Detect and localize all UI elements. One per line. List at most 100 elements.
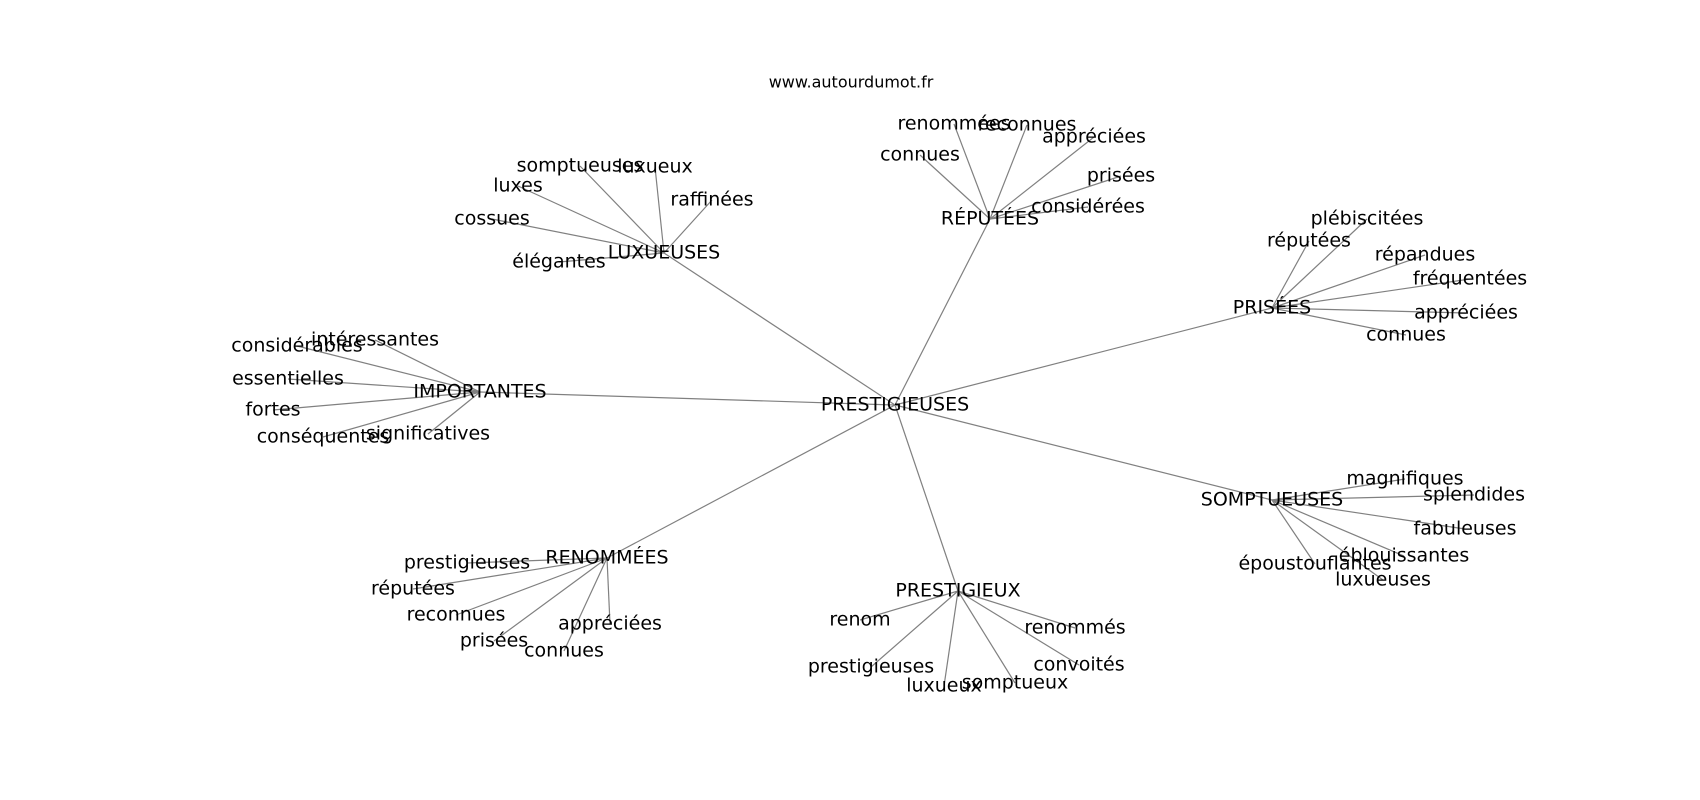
leaf-word[interactable]: renommées (897, 113, 1010, 135)
leaf-word[interactable]: somptueuses (517, 155, 644, 177)
leaf-word[interactable]: cossues (454, 208, 530, 230)
leaf-word[interactable]: renom (829, 609, 890, 631)
leaf-word[interactable]: appréciées (1042, 126, 1146, 148)
edge-branch-3-leaf-2 (287, 378, 481, 393)
branch-word[interactable]: RENOMMÉES (545, 546, 668, 569)
leaf-word[interactable]: prisées (460, 630, 528, 652)
leaf-word[interactable]: répandues (1375, 244, 1476, 266)
leaf-word[interactable]: considérées (1031, 196, 1145, 218)
edge-branch-5-leaf-1 (412, 557, 608, 590)
branch-word[interactable]: LUXUEUSES (608, 242, 721, 264)
leaf-word[interactable]: renommés (1024, 617, 1125, 639)
edge-branch-6-leaf-1 (957, 590, 1076, 629)
branch-word[interactable]: IMPORTANTES (413, 381, 546, 403)
leaf-word[interactable]: splendides (1423, 484, 1525, 506)
edge-center-to-2 (894, 307, 1273, 406)
leaf-word[interactable]: intéressantes (311, 329, 439, 351)
edge-branch-6-leaf-5 (957, 590, 1016, 684)
leaf-word[interactable]: luxueuses (1335, 569, 1431, 591)
leaf-word[interactable]: luxueux (617, 156, 693, 178)
edge-branch-3-leaf-1 (374, 339, 481, 393)
edge-branch-5-leaf-3 (606, 557, 611, 625)
branch-word[interactable]: PRISÉES (1233, 296, 1311, 319)
leaf-word[interactable]: somptueux (962, 672, 1069, 694)
leaf-word[interactable]: fortes (245, 399, 300, 421)
edge-branch-4-leaf-0 (1271, 478, 1406, 501)
leaf-word[interactable]: essentielles (232, 368, 344, 390)
leaf-word[interactable]: fabuleuses (1414, 518, 1517, 540)
edge-branch-2-leaf-5 (1271, 307, 1407, 336)
edge-branch-5-leaf-0 (466, 557, 608, 564)
edge-branch-1-leaf-5 (989, 206, 1089, 220)
edge-branch-1-leaf-1 (989, 124, 1028, 220)
edge-branch-6-leaf-3 (870, 590, 959, 668)
leaf-word[interactable]: luxes (493, 175, 543, 197)
edge-branch-1-leaf-4 (989, 175, 1122, 220)
edge-branch-4-leaf-2 (1271, 499, 1466, 530)
graph-edges (272, 123, 1475, 687)
leaf-word[interactable]: convoités (1033, 654, 1124, 676)
edge-center-to-5 (606, 404, 896, 559)
edge-branch-3-leaf-3 (272, 391, 481, 411)
edge-branch-1-leaf-2 (989, 136, 1095, 220)
edge-center-to-6 (894, 404, 959, 592)
edge-branch-0-leaf-3 (663, 199, 713, 254)
branch-word[interactable]: PRESTIGIEUX (895, 580, 1020, 602)
leaf-word[interactable]: élégantes (512, 251, 605, 273)
edge-branch-3-leaf-0 (296, 345, 481, 393)
leaf-word[interactable]: considérables (231, 335, 362, 357)
leaf-word[interactable]: éblouissantes (1339, 545, 1470, 567)
branch-word[interactable]: SOMPTUEUSES (1201, 489, 1343, 511)
edge-branch-2-leaf-1 (1271, 240, 1310, 309)
graph-labels: somptueusesluxueuxluxesraffinéescossuesé… (231, 113, 1527, 697)
edge-center-to-3 (479, 391, 896, 406)
edge-branch-0-leaf-2 (517, 185, 665, 254)
edge-branch-2-leaf-4 (1271, 307, 1467, 314)
leaf-word[interactable]: réputées (371, 578, 455, 600)
leaf-word[interactable]: significatives (366, 423, 490, 445)
leaf-word[interactable]: plébiscitées (1311, 208, 1424, 230)
edge-branch-4-leaf-3 (1271, 499, 1405, 557)
leaf-word[interactable]: appréciées (1414, 302, 1518, 324)
edge-branch-1-leaf-0 (953, 123, 991, 220)
edge-branch-4-leaf-4 (1271, 499, 1316, 565)
leaf-word[interactable]: réputées (1267, 230, 1351, 252)
branch-word[interactable]: RÉPUTÉES (941, 207, 1039, 230)
edge-branch-1-leaf-3 (919, 154, 991, 220)
leaf-word[interactable]: connues (524, 640, 604, 662)
leaf-word[interactable]: prisées (1087, 165, 1155, 187)
edge-branch-4-leaf-5 (1271, 499, 1384, 581)
edge-center-to-1 (894, 218, 991, 406)
edge-branch-0-leaf-1 (654, 166, 665, 254)
leaf-word[interactable]: luxueux (906, 675, 982, 697)
edge-branch-3-leaf-4 (322, 391, 481, 438)
edge-branch-3-leaf-5 (427, 391, 481, 435)
leaf-word[interactable]: époustouflantes (1238, 553, 1391, 575)
leaf-word[interactable]: reconnues (407, 604, 506, 626)
center-word[interactable]: PRESTIGIEUSES (821, 394, 969, 416)
leaf-word[interactable]: reconnues (978, 114, 1077, 136)
leaf-word[interactable]: raffinées (670, 189, 753, 211)
leaf-word[interactable]: prestigieuses (404, 552, 530, 574)
edge-branch-2-leaf-3 (1271, 278, 1471, 309)
leaf-word[interactable]: connues (880, 144, 960, 166)
site-url[interactable]: www.autourdumot.fr (769, 73, 934, 92)
leaf-word[interactable]: connues (1366, 324, 1446, 346)
edge-branch-2-leaf-0 (1271, 218, 1368, 309)
edge-branch-5-leaf-5 (563, 557, 608, 652)
edge-branch-6-leaf-0 (859, 590, 959, 621)
leaf-word[interactable]: prestigieuses (808, 656, 934, 678)
leaf-word[interactable]: magnifiques (1346, 468, 1463, 490)
edge-branch-6-leaf-2 (957, 590, 1080, 666)
edge-branch-2-leaf-2 (1271, 254, 1426, 309)
leaf-word[interactable]: appréciées (558, 613, 662, 635)
leaf-word[interactable]: conséquentes (257, 426, 390, 448)
edge-branch-0-leaf-4 (491, 218, 665, 254)
edge-branch-5-leaf-2 (455, 557, 608, 616)
edge-center-to-4 (894, 404, 1273, 501)
edge-branch-5-leaf-4 (493, 557, 608, 642)
edge-branch-0-leaf-5 (558, 252, 665, 263)
edge-branch-6-leaf-4 (943, 590, 959, 687)
leaf-word[interactable]: fréquentées (1413, 268, 1527, 290)
